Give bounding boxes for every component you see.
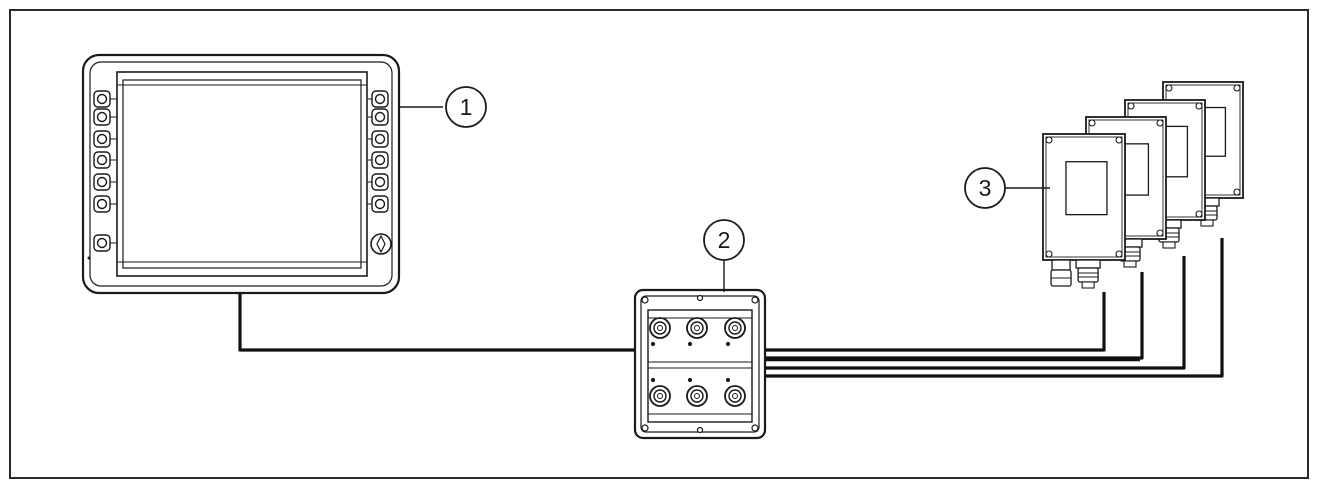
right-button-4 bbox=[367, 151, 389, 169]
callout-1-circle bbox=[445, 86, 487, 128]
right-button-3 bbox=[367, 130, 389, 148]
connector-port-icon bbox=[649, 317, 671, 347]
left-button-1 bbox=[93, 90, 117, 108]
left-button-7 bbox=[93, 234, 117, 252]
connector-port-icon bbox=[686, 317, 708, 347]
left-button-6 bbox=[93, 195, 117, 213]
left-button-5 bbox=[93, 173, 117, 191]
display-right-buttons bbox=[367, 90, 389, 213]
callout-3-label: 3 bbox=[979, 175, 992, 201]
connector-port-icon bbox=[649, 377, 671, 407]
camera-stack bbox=[1042, 81, 1244, 289]
display-unit-icon bbox=[81, 53, 401, 295]
right-button-2 bbox=[367, 108, 389, 126]
connector-port-icon bbox=[686, 377, 708, 407]
right-button-6 bbox=[367, 195, 389, 213]
left-button-4 bbox=[93, 151, 117, 169]
switch-ports bbox=[649, 317, 746, 407]
ethernet-switch-icon bbox=[633, 288, 767, 440]
callout-2-label: 2 bbox=[718, 227, 731, 253]
left-button-2 bbox=[93, 108, 117, 126]
cable-switch-to-camera-1 bbox=[733, 292, 1106, 352]
camera-unit-icon bbox=[1042, 133, 1126, 289]
connector-port-icon bbox=[724, 317, 746, 347]
figure-frame bbox=[9, 9, 1309, 479]
cable-switch-to-camera-3 bbox=[695, 256, 1186, 385]
cable-display-to-switch bbox=[238, 292, 702, 352]
left-button-3 bbox=[93, 130, 117, 148]
right-button-5 bbox=[367, 173, 389, 191]
callouts: 1 2 3 bbox=[399, 86, 1050, 292]
callout-1-label: 1 bbox=[460, 94, 473, 120]
right-button-1 bbox=[367, 90, 389, 108]
connector-port-icon bbox=[724, 377, 746, 407]
display-left-buttons bbox=[93, 90, 117, 252]
